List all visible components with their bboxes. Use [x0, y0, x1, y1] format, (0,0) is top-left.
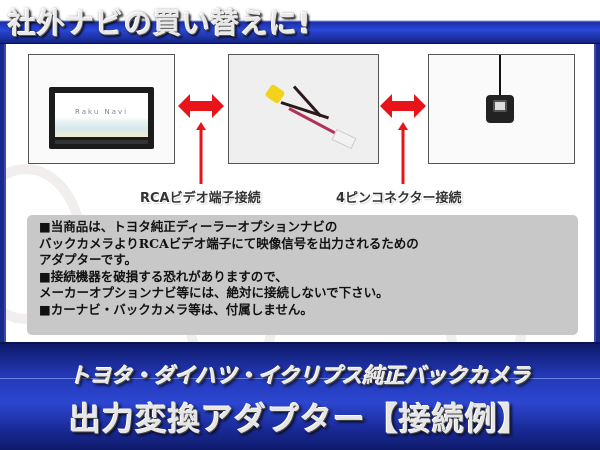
nav-logo: Raku Navi — [75, 108, 129, 116]
camera-lens — [493, 100, 507, 112]
header-title: 社外ナビの買い替えに! — [8, 7, 312, 40]
navigation-unit-image: Raku Navi — [28, 54, 175, 164]
up-arrow-icon — [398, 122, 408, 184]
footer-banner: トヨタ・ダイハツ・イクリプス純正バックカメラ 出力変換アダプター【接続例】 — [0, 342, 600, 450]
back-camera-image — [428, 54, 575, 164]
notes-box: ■当商品は、トヨタ純正ディーラーオプションナビの バックカメラよりRCAビデオ端… — [27, 215, 578, 335]
navigation-device: Raku Navi — [49, 87, 154, 149]
nav-screen: Raku Navi — [55, 93, 148, 137]
camera-body — [486, 95, 514, 123]
adapter-cable-image — [228, 54, 379, 164]
note-line: アダプターです。 — [39, 252, 138, 267]
content-area: Raku Navi RCAビデオ端子接続 4ピンコネクター接続 ■当商品は、トヨ — [4, 44, 596, 342]
up-arrow-icon — [196, 122, 206, 184]
rca-connection-label: RCAビデオ端子接続 — [140, 191, 261, 206]
4pin-connector — [331, 128, 357, 150]
note-line: ■接続機器を破損する恐れがありますので、 — [39, 268, 288, 284]
double-arrow-icon — [380, 94, 426, 118]
footer-title: 出力変換アダプター【接続例】 — [68, 400, 531, 438]
note-line: メーカーオプションナビ等には、絶対に接続しないで下さい。 — [39, 285, 389, 300]
4pin-connection-label: 4ピンコネクター接続 — [336, 191, 462, 206]
note-line: ■カーナビ・バックカメラ等は、付属しません。 — [39, 301, 313, 317]
camera-cable — [499, 55, 501, 100]
header-banner: 社外ナビの買い替えに! — [0, 0, 600, 44]
footer-divider — [0, 378, 600, 379]
double-arrow-icon — [178, 94, 224, 118]
footer-subtitle: トヨタ・ダイハツ・イクリプス純正バックカメラ — [69, 364, 531, 388]
note-line: ■当商品は、トヨタ純正ディーラーオプションナビの — [39, 219, 338, 234]
note-line: バックカメラよりRCAビデオ端子にて映像信号を出力されるための — [39, 235, 419, 251]
nav-button-strip — [55, 140, 148, 144]
